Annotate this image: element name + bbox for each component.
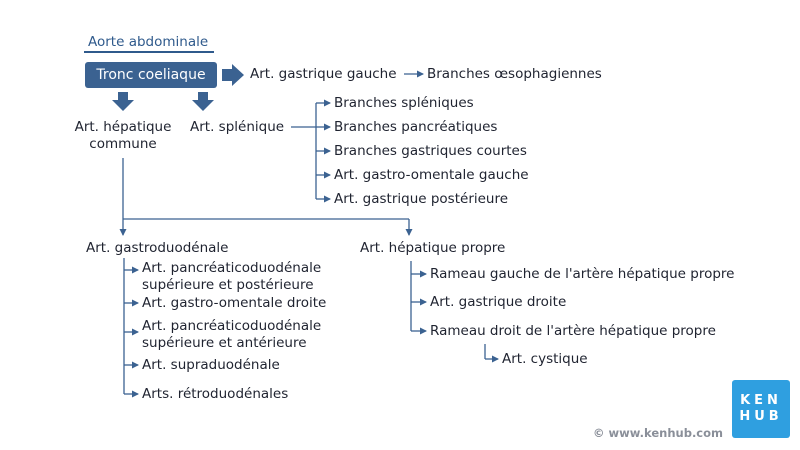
splenique-branch-5: Art. gastrique postérieure <box>334 191 509 207</box>
gastroduodenale-branch-2: Art. gastro-omentale droite <box>142 295 327 311</box>
kenhub-logo-bottom: HUB <box>739 409 783 424</box>
gastroduodenale-label: Art. gastroduodénale <box>86 240 229 256</box>
hepatique-commune-line1: Art. hépatique <box>74 119 172 135</box>
gastroduodenale-branch-3-line2: supérieure et antérieure <box>142 335 307 351</box>
splenique-branch-2: Branches pancréatiques <box>334 119 498 135</box>
gastroduodenale-branch-4: Art. supraduodénale <box>142 357 280 373</box>
copyright-text: © www.kenhub.com <box>593 426 724 440</box>
gastroduodenale-branch-3: Art. pancréaticoduodénale supérieure et … <box>142 318 321 352</box>
kenhub-logo-top: KEN <box>740 393 782 408</box>
gastroduodenale-branch-3-line1: Art. pancréaticoduodénale <box>142 318 322 334</box>
splenique-branch-1: Branches spléniques <box>334 95 474 111</box>
hepatique-propre-connectors <box>410 261 499 363</box>
hepatique-commune-line2: commune <box>89 136 157 152</box>
gastroduodenale-connectors <box>123 258 139 398</box>
tronc-coeliaque-box: Tronc coeliaque <box>85 62 217 88</box>
hepatique-propre-branch-1: Rameau gauche de l'artère hépatique prop… <box>430 266 735 282</box>
splenique-branch-3: Branches gastriques courtes <box>334 143 527 159</box>
hepatique-propre-branch-2: Art. gastrique droite <box>430 294 567 310</box>
gastroduodenale-branch-1-line2: supérieure et postérieure <box>142 277 314 293</box>
aorte-abdominale-label: Aorte abdominale <box>88 34 209 50</box>
hepatique-propre-branch-3: Rameau droit de l'artère hépatique propr… <box>430 323 716 339</box>
gastroduodenale-branch-1: Art. pancréaticoduodénale supérieure et … <box>142 260 321 294</box>
block-arrow-right <box>222 64 244 86</box>
gastrique-gauche-label: Art. gastrique gauche <box>250 66 397 82</box>
block-arrow-down-right <box>192 92 214 111</box>
kenhub-logo: KEN HUB <box>732 380 790 438</box>
aorte-underline <box>84 51 214 53</box>
splenique-connectors <box>291 99 331 203</box>
hepatique-propre-label: Art. hépatique propre <box>360 240 506 256</box>
block-arrow-down-left <box>112 92 134 111</box>
cystique-label: Art. cystique <box>502 351 588 367</box>
splenique-branch-4: Art. gastro-omentale gauche <box>334 167 529 183</box>
gastroduodenale-branch-1-line1: Art. pancréaticoduodénale <box>142 260 322 276</box>
hepatique-commune-connectors <box>119 158 413 236</box>
branches-oesophagiennes-label: Branches œsophagiennes <box>427 66 602 82</box>
gastroduodenale-branch-5: Arts. rétroduodénales <box>142 386 289 402</box>
hepatique-commune-label: Art. hépatique commune <box>68 119 178 153</box>
splenique-label: Art. splénique <box>190 119 285 135</box>
